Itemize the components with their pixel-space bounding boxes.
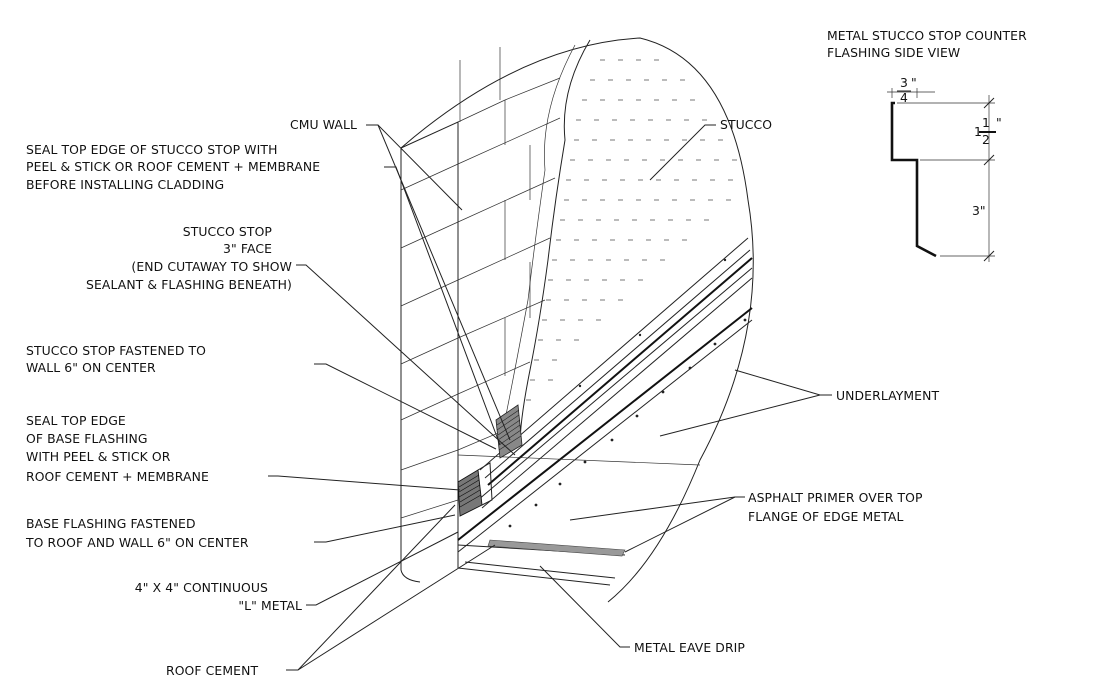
svg-text:3": 3" (972, 203, 986, 218)
svg-text:1: 1 (974, 124, 982, 139)
label-stucco-stop-2: 3" FACE (223, 241, 272, 256)
label-stucco-stop-fastened-2: WALL 6" ON CENTER (26, 360, 156, 375)
side-view-title-2: FLASHING SIDE VIEW (827, 45, 960, 60)
svg-text:2: 2 (982, 132, 990, 147)
label-asphalt-primer-2: FLANGE OF EDGE METAL (748, 509, 904, 524)
label-seal-base-flashing-3: WITH PEEL & STICK OR (26, 449, 171, 464)
label-l-metal-2: "L" METAL (238, 598, 302, 613)
label-seal-base-flashing-4: ROOF CEMENT + MEMBRANE (26, 469, 209, 484)
label-metal-eave-drip: METAL EAVE DRIP (634, 640, 745, 655)
label-seal-stucco-stop-3: BEFORE INSTALLING CLADDING (26, 177, 224, 192)
label-seal-stucco-stop-2: PEEL & STICK OR ROOF CEMENT + MEMBRANE (26, 159, 320, 174)
label-seal-stucco-stop-1: SEAL TOP EDGE OF STUCCO STOP WITH (26, 142, 278, 157)
label-roof-cement: ROOF CEMENT (166, 663, 258, 678)
label-base-flashing-fastened-1: BASE FLASHING FASTENED (26, 516, 196, 531)
roof-layers (457, 237, 753, 586)
label-cmu-wall: CMU WALL (290, 117, 357, 132)
stucco-texture (526, 59, 737, 401)
svg-text:1: 1 (982, 115, 990, 130)
label-stucco-stop-1: STUCCO STOP (183, 224, 273, 239)
flashing-hatch (457, 404, 523, 517)
side-view: METAL STUCCO STOP COUNTER FLASHING SIDE … (827, 28, 1027, 262)
svg-text:": " (996, 115, 1002, 130)
side-view-title-1: METAL STUCCO STOP COUNTER (827, 28, 1027, 43)
svg-text:3: 3 (900, 75, 908, 90)
label-stucco: STUCCO (720, 117, 772, 132)
cutaway-outline (400, 37, 754, 603)
label-stucco-stop-4: SEALANT & FLASHING BENEATH) (86, 277, 292, 292)
label-stucco-stop-fastened-1: STUCCO STOP FASTENED TO (26, 343, 206, 358)
label-seal-base-flashing-1: SEAL TOP EDGE (26, 413, 126, 428)
callout-labels: CMU WALL STUCCO SEAL TOP EDGE OF STUCCO … (25, 117, 939, 678)
label-asphalt-primer-1: ASPHALT PRIMER OVER TOP (748, 490, 923, 505)
leader-lines (268, 124, 832, 671)
label-stucco-stop-3: (END CUTAWAY TO SHOW (131, 259, 292, 274)
counter-flashing-profile (890, 101, 937, 258)
svg-text:4: 4 (900, 90, 908, 105)
svg-text:": " (911, 75, 917, 90)
label-l-metal-1: 4" X 4" CONTINUOUS (135, 580, 268, 595)
label-underlayment: UNDERLAYMENT (836, 388, 939, 403)
dim-vertical: 1 1 2 " 3" (897, 95, 1002, 262)
dim-top-flange: 3 4 " (887, 75, 935, 105)
stucco-edge (519, 39, 591, 446)
label-base-flashing-fastened-2: TO ROOF AND WALL 6" ON CENTER (25, 535, 249, 550)
cutaway-illustration (400, 37, 754, 603)
label-seal-base-flashing-2: OF BASE FLASHING (26, 431, 148, 446)
